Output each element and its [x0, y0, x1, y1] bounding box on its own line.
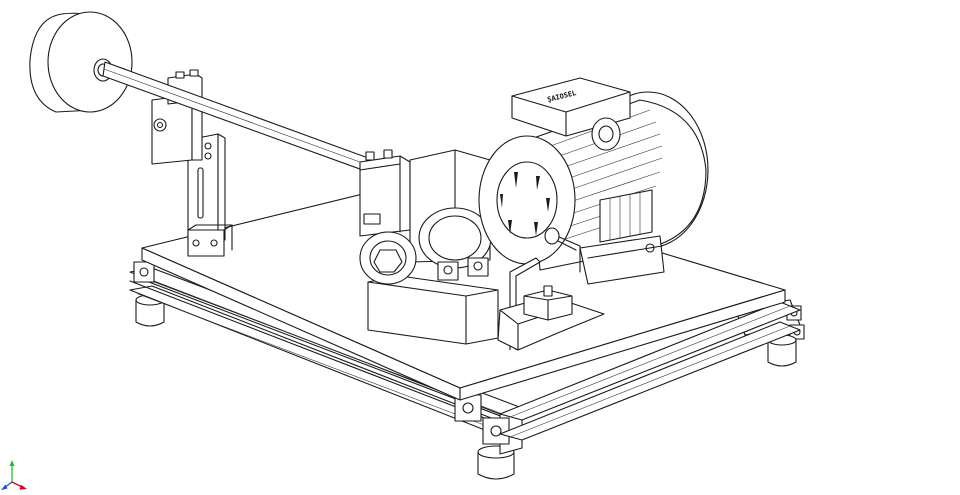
coordinate-triad-icon: [1, 460, 27, 490]
base-plate: [141, 179, 786, 401]
gearbox-housing: [359, 149, 499, 345]
sensor-wedge-block: [497, 285, 605, 351]
flywheel: [29, 11, 133, 113]
frame-rail-side: [499, 301, 801, 441]
leveling-foot-front: [477, 445, 515, 480]
bearing-block-middle: [359, 149, 411, 237]
electric-motor: ŞAIOSEL: [478, 77, 709, 285]
